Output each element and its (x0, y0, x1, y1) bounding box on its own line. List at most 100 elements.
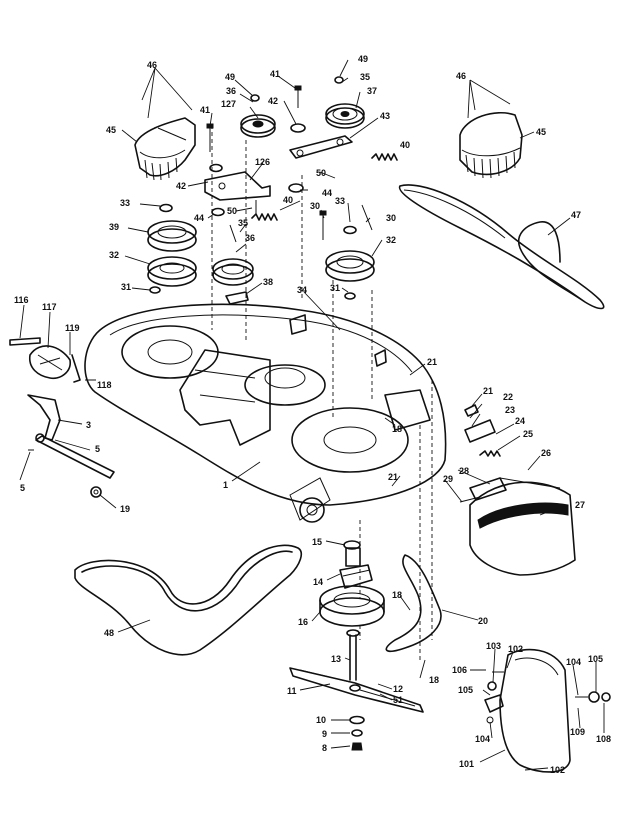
callout-44-left: 44 (194, 213, 204, 223)
callout-105-right: 105 (588, 654, 603, 664)
idler-pulley-upper-right (325, 103, 365, 129)
callout-24: 24 (515, 416, 525, 426)
callout-42-lower: 42 (176, 181, 186, 191)
mower-deck-icon (84, 303, 447, 523)
callout-5-right: 5 (95, 444, 100, 454)
callout-41-left: 41 (200, 105, 210, 115)
mulch-plug (484, 648, 611, 773)
chute-hinge-parts (459, 404, 507, 503)
callout-16: 16 (298, 617, 308, 627)
callout-38: 38 (263, 277, 273, 287)
callout-40-left: 40 (283, 195, 293, 205)
callout-49-right: 49 (358, 54, 368, 64)
callout-109: 109 (570, 727, 585, 737)
callout-3: 3 (86, 420, 91, 430)
washers (149, 76, 357, 300)
callout-30-left: 30 (310, 201, 320, 211)
callout-39: 39 (109, 222, 119, 232)
callout-43: 43 (380, 111, 390, 121)
callout-103: 103 (486, 641, 501, 651)
callout-32-right: 32 (386, 235, 396, 245)
callout-33-left: 33 (120, 198, 130, 208)
callout-101: 101 (459, 759, 474, 769)
callout-21-upper: 21 (427, 357, 437, 367)
callout-46-left: 46 (147, 60, 157, 70)
callout-27: 27 (575, 500, 585, 510)
callout-31-right: 31 (330, 283, 340, 293)
callout-108: 108 (596, 734, 611, 744)
callout-12: 12 (393, 684, 403, 694)
callout-45-left: 45 (106, 125, 116, 135)
callout-51: 51 (393, 695, 403, 705)
spring-icon (251, 153, 398, 221)
callout-35-mid: 35 (238, 218, 248, 228)
callout-30-right: 30 (386, 213, 396, 223)
callout-46-right: 46 (456, 71, 466, 81)
callout-37: 37 (367, 86, 377, 96)
callout-10: 10 (316, 715, 326, 725)
callout-42-upper: 42 (268, 96, 278, 106)
belt-guard-left (134, 117, 196, 181)
callout-47: 47 (571, 210, 581, 220)
callout-118: 118 (97, 380, 112, 390)
callout-20: 20 (478, 616, 488, 626)
callout-117: 117 (42, 302, 57, 312)
baffle-arm (385, 554, 442, 652)
chute-icon (469, 477, 576, 576)
callout-18-blade: 18 (429, 675, 439, 685)
callout-28: 28 (459, 466, 469, 476)
callout-labels: 45 46 49 36 127 41 42 41 49 35 37 43 126… (14, 54, 611, 775)
callout-50-left: 50 (227, 206, 237, 216)
belt-icon (398, 184, 605, 310)
callout-105-left: 105 (458, 685, 473, 695)
callout-36-left: 36 (226, 86, 236, 96)
callout-34: 34 (297, 285, 307, 295)
callout-49-left: 49 (225, 72, 235, 82)
callout-36-mid: 36 (245, 233, 255, 243)
idler-bracket (204, 171, 271, 201)
callout-127: 127 (221, 99, 236, 109)
deck-drive-belt (74, 544, 302, 656)
callout-15: 15 (312, 537, 322, 547)
idler-pulley-upper-left (240, 114, 276, 138)
spindle-assembly (319, 540, 385, 681)
callout-21-lower: 21 (388, 472, 398, 482)
belt-guard-right (459, 111, 523, 179)
leader-lines (19, 59, 605, 771)
callout-18-deck: 18 (392, 424, 402, 434)
callout-104-left: 104 (475, 734, 490, 744)
callout-22: 22 (503, 392, 513, 402)
callout-5-left: 5 (20, 483, 25, 493)
callout-40-right: 40 (400, 140, 410, 150)
callout-14: 14 (313, 577, 323, 587)
callout-102-lower: 102 (550, 765, 565, 775)
bracket-38 (225, 291, 249, 305)
pulley-icon (147, 220, 375, 287)
callout-31-left: 31 (121, 282, 131, 292)
callout-45-right: 45 (536, 127, 546, 137)
callout-33-right: 33 (335, 196, 345, 206)
callout-104-right: 104 (566, 657, 581, 667)
callout-21-mid: 21 (483, 386, 493, 396)
callout-26: 26 (541, 448, 551, 458)
callout-44-right: 44 (322, 188, 332, 198)
callout-126: 126 (255, 157, 270, 167)
blade-icon (289, 667, 424, 713)
callout-25: 25 (523, 429, 533, 439)
anti-scalp-parts (9, 337, 115, 498)
callout-102-upper: 102 (508, 644, 523, 654)
callout-32-left: 32 (109, 250, 119, 260)
callout-41-top: 41 (270, 69, 280, 79)
callout-35-top: 35 (360, 72, 370, 82)
callout-29: 29 (443, 474, 453, 484)
callout-23: 23 (505, 405, 515, 415)
callout-13: 13 (331, 654, 341, 664)
idler-arm (289, 135, 353, 159)
callout-48: 48 (104, 628, 114, 638)
alignment-lines (211, 125, 433, 660)
callout-106: 106 (452, 665, 467, 675)
callout-9: 9 (322, 729, 327, 739)
callout-19: 19 (120, 504, 130, 514)
callout-119: 119 (65, 323, 80, 333)
